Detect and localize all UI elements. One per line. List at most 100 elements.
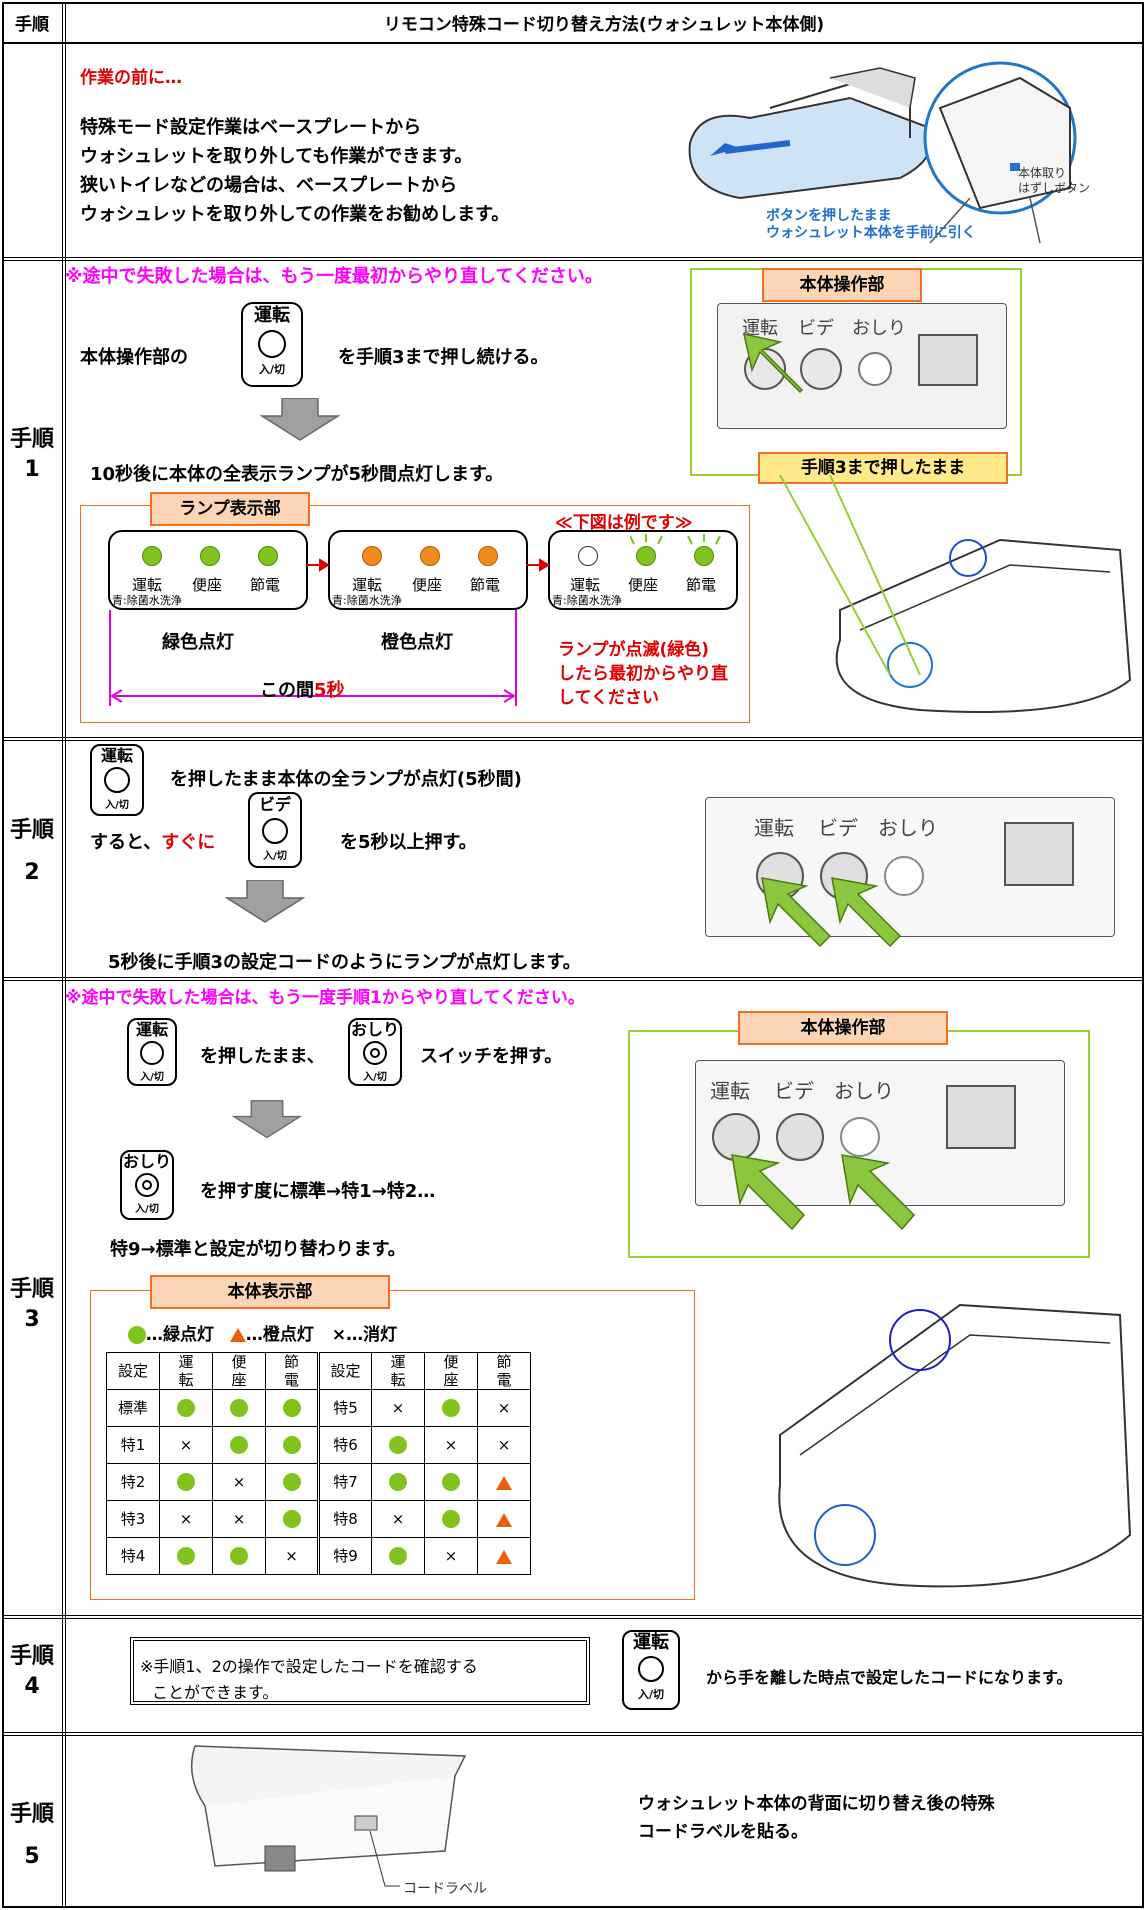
row-divider <box>2 257 1144 261</box>
off-lamp-mark: × <box>159 1426 213 1464</box>
removal-caption: ボタンを押したままウォシュレット本体を手前に引く <box>766 208 976 241</box>
step2-line2c: を5秒以上押す。 <box>340 832 477 853</box>
arrow-right-icon <box>526 558 550 572</box>
toilet-back-illustration <box>185 1736 485 1906</box>
step3-line2: を押す度に標準→特1→特2… <box>200 1181 436 1202</box>
intro-heading: 作業の前に… <box>80 68 182 88</box>
orange-lamp-mark <box>477 1500 531 1538</box>
setting-name: 特4 <box>106 1537 160 1575</box>
setting-name: 特8 <box>317 1500 372 1538</box>
unten-button-icon: 運転 入/切 <box>127 1018 177 1086</box>
lamp-group-green: 運転 便座 節電 青:除菌水洗浄 <box>108 530 308 610</box>
table-row: 特2×特7 <box>106 1463 531 1501</box>
removal-illustration <box>680 48 1100 253</box>
green-lamp-mark <box>371 1463 425 1501</box>
table-row: 特3××特8× <box>106 1500 531 1538</box>
interval-marker <box>109 610 517 706</box>
setting-name: 特7 <box>317 1463 372 1501</box>
off-lamp-mark: × <box>477 1426 531 1464</box>
row-divider <box>2 1732 1144 1736</box>
press-arrow-icon <box>743 333 804 394</box>
operation-panel-tag: 本体操作部 <box>738 1011 948 1045</box>
off-lamp-mark: × <box>212 1463 266 1501</box>
code-label-caption: コードラベル <box>403 1881 487 1897</box>
step1-text-b: を手順3まで押し続ける。 <box>338 347 549 368</box>
interval-label: この間5秒 <box>260 680 345 701</box>
step1-result: 10秒後に本体の全表示ランプが5秒間点灯します。 <box>90 464 504 485</box>
setting-name: 特1 <box>106 1426 160 1464</box>
step1-warning: ※途中で失敗した場合は、もう一度最初からやり直してください。 <box>65 266 603 287</box>
toilet-seat-illustration <box>800 520 1136 720</box>
step1-text-a: 本体操作部の <box>80 347 188 368</box>
lamp-display-tag: ランプ表示部 <box>150 492 310 526</box>
setting-name: 特6 <box>317 1426 372 1464</box>
page-title: リモコン特殊コード切り替え方法(ウォシュレット本体側) <box>383 15 825 35</box>
step-column-header: 手順 <box>15 15 49 35</box>
green-label: 緑色点灯 <box>162 632 234 653</box>
table-row: 特4×特9× <box>106 1537 531 1575</box>
unten-button-icon: 運転 入/切 <box>622 1630 680 1710</box>
control-panel: 運転 ビデ おしり <box>717 303 1007 429</box>
green-lamp-mark <box>424 1500 478 1538</box>
green-lamp-mark <box>159 1537 213 1575</box>
row-divider <box>2 737 1144 741</box>
off-lamp-mark: × <box>424 1426 478 1464</box>
off-lamp-mark: × <box>265 1537 319 1575</box>
green-lamp-mark <box>212 1537 266 1575</box>
setting-name: 特3 <box>106 1500 160 1538</box>
step5-text: ウォシュレット本体の背面に切り替え後の特殊コードラベルを貼る。 <box>638 1794 995 1842</box>
display-panel-box <box>90 1290 695 1600</box>
table-row: 標準特5×× <box>106 1389 531 1427</box>
bidet-button-icon: ビデ 入/切 <box>248 792 302 868</box>
down-arrow-icon <box>231 1100 303 1144</box>
off-lamp-mark: × <box>371 1500 425 1538</box>
pointer-lines <box>779 475 921 676</box>
green-lamp-mark <box>212 1389 266 1427</box>
row-divider <box>2 42 1144 44</box>
green-lamp-mark <box>159 1389 213 1427</box>
off-lamp-mark: × <box>159 1500 213 1538</box>
row-divider <box>2 977 1144 981</box>
step3-line3: 特9→標準と設定が切り替わります。 <box>110 1239 406 1260</box>
step3-line1a: を押したまま、 <box>200 1046 325 1067</box>
display-panel-tag: 本体表示部 <box>150 1275 390 1309</box>
press-arrow-icon <box>731 1154 916 1231</box>
oshiri-button-icon: おしり 入/切 <box>348 1018 402 1086</box>
step4-note-box: ※手順1、2の操作で設定したコードを確認する ことができます。 <box>130 1637 590 1705</box>
retry-note: ランプが点滅(緑色)したら最初からやり直してください <box>558 640 728 708</box>
lamp-group-blinking: 運転 便座 節電 青:除菌水洗浄 <box>548 530 738 610</box>
press-arrow-icon <box>761 877 902 948</box>
operation-panel-tag: 本体操作部 <box>762 268 922 302</box>
setting-name: 標準 <box>106 1389 160 1427</box>
off-lamp-mark: × <box>212 1500 266 1538</box>
lamp-display-box <box>80 505 750 723</box>
setting-name: 特5 <box>317 1389 372 1427</box>
green-lamp-mark <box>371 1537 425 1575</box>
example-note: ≪下図は例です≫ <box>555 513 693 533</box>
green-lamp-mark <box>265 1426 319 1464</box>
green-lamp-mark <box>265 1389 319 1427</box>
orange-lamp-mark <box>477 1537 531 1575</box>
lamp-group-orange: 運転 便座 節電 青:除菌水洗浄 <box>328 530 528 610</box>
down-arrow-icon <box>259 397 341 446</box>
intro-text: 特殊モード設定作業はベースプレートからウォシュレットを取り外しても作業ができます… <box>80 117 510 225</box>
green-lamp-mark <box>371 1426 425 1464</box>
setting-name: 特9 <box>317 1537 372 1575</box>
down-arrow-icon <box>224 879 306 928</box>
off-lamp-mark: × <box>371 1389 425 1427</box>
green-lamp-mark <box>212 1426 266 1464</box>
orange-label: 橙色点灯 <box>381 632 453 653</box>
step3-warning: ※途中で失敗した場合は、もう一度手順1からやり直してください。 <box>65 988 585 1008</box>
oshiri-button-icon: おしり 入/切 <box>120 1150 174 1220</box>
green-lamp-mark <box>159 1463 213 1501</box>
step3-line1b: スイッチを押す。 <box>420 1046 563 1067</box>
step2-line1: を押したまま本体の全ランプが点灯(5秒間) <box>170 769 522 790</box>
column-divider <box>62 2 66 1908</box>
release-button-caption: 本体取りはずしボタン <box>1018 166 1091 195</box>
